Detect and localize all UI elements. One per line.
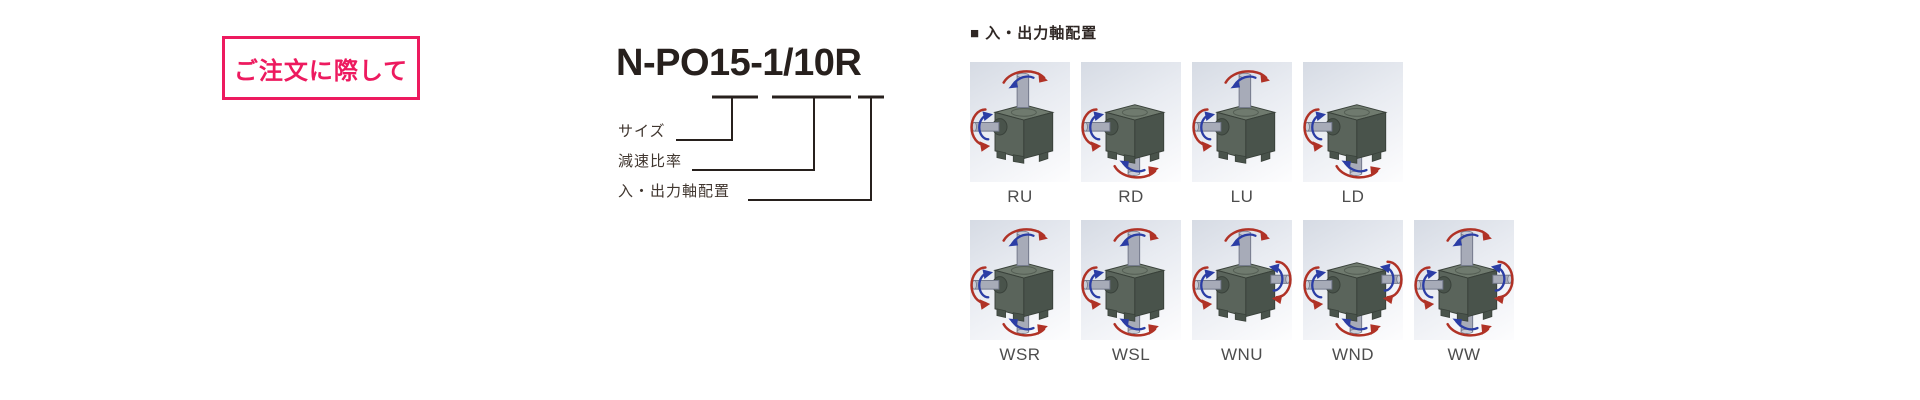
gearbox-image-wnd — [1303, 220, 1403, 340]
gearbox-image-wsr — [970, 220, 1070, 340]
shaft-variant-wnu: WNU — [1192, 220, 1292, 365]
callout-label-shaft-arrangement: 入・出力軸配置 — [618, 183, 731, 200]
shaft-variant-label: WNU — [1220, 345, 1264, 364]
gearbox-image-ww — [1414, 220, 1514, 340]
shaft-variant-lu: LU — [1192, 62, 1292, 207]
callout-lines — [676, 95, 884, 201]
shaft-variant-ru: RU — [970, 62, 1070, 207]
shaft-variant-label: WW — [1447, 345, 1481, 364]
shaft-variant-grid: RU RD LU LD WSR WSL WNU WND WW — [970, 62, 1514, 365]
gearbox-image-ru — [970, 62, 1070, 182]
gearbox-image-wnu — [1192, 220, 1292, 340]
shaft-variant-ld: LD — [1303, 62, 1403, 207]
shaft-variant-label: LD — [1341, 187, 1365, 206]
model-code-diagram: N-PO15-1/10R サイズ 減速比率 入・出力軸配置 — [610, 40, 910, 220]
shaft-variant-ww: WW — [1414, 220, 1514, 365]
shaft-variant-wnd: WND — [1303, 220, 1403, 365]
shaft-variant-wsr: WSR — [970, 220, 1070, 365]
order-note-button[interactable]: ご注文に際して — [222, 36, 420, 100]
shaft-variant-rd: RD — [1081, 62, 1181, 207]
shaft-variant-label: WND — [1331, 345, 1375, 364]
gearbox-image-rd — [1081, 62, 1181, 182]
shaft-variant-wsl: WSL — [1081, 220, 1181, 365]
callout-label-ratio: 減速比率 — [618, 153, 683, 170]
model-number: N-PO15-1/10R — [616, 42, 862, 84]
gearbox-image-wsl — [1081, 220, 1181, 340]
shaft-arrangement-section: ■ 入・出力軸配置 RU RD LU LD WSR WSL WNU WND WW — [970, 22, 1514, 365]
shaft-variant-label: LU — [1230, 187, 1254, 206]
gearbox-image-ld — [1303, 62, 1403, 182]
shaft-variant-label: WSL — [1111, 345, 1151, 364]
shaft-variant-label: RD — [1118, 187, 1144, 206]
callout-label-size: サイズ — [618, 123, 666, 140]
order-note-label: ご注文に際して — [233, 57, 409, 85]
shaft-variant-label: WSR — [999, 345, 1041, 364]
section-heading: ■ 入・出力軸配置 — [970, 25, 1098, 42]
shaft-variant-row: RU RD LU LD — [970, 62, 1514, 207]
gearbox-image-lu — [1192, 62, 1292, 182]
shaft-variant-label: RU — [1007, 187, 1033, 206]
shaft-variant-row: WSR WSL WNU WND WW — [970, 220, 1514, 365]
